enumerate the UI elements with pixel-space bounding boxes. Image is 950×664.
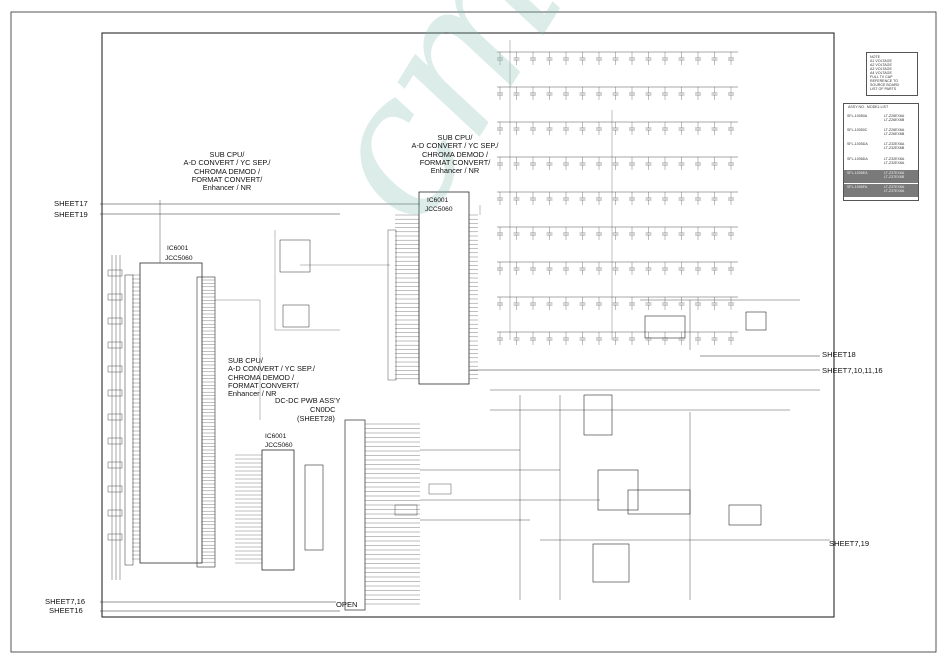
- decoupling-cap: [107, 365, 123, 373]
- model-list-assy: SFL-10050A: [847, 114, 868, 118]
- ic6001-lower-body: [261, 449, 295, 571]
- osc-block: [282, 304, 310, 328]
- model-list-row: SFL-1006DA LT-Z32EX6A LT-Z32EX6A: [844, 156, 918, 169]
- notes-box: NOTE A1 VOLTAGE A2 VOLTAGE A3 VOLTAGE A4…: [866, 52, 918, 96]
- decoupling-cap: [107, 269, 123, 277]
- ic-left-ref: IC6001: [167, 245, 189, 252]
- connector-sheet: (SHEET28): [297, 414, 335, 423]
- notes-text: NOTE A1 VOLTAGE A2 VOLTAGE A3 VOLTAGE A4…: [870, 55, 900, 92]
- ic-lower-part: JCC5060: [265, 442, 293, 449]
- model-list-row: SFL-1005DA LT-Z32EX6A LT-Z32EX6B: [844, 141, 918, 154]
- model-list-row: SFL-1006EA LT-Z37EX6A LT-Z37EX6B: [844, 169, 918, 183]
- model-list-models: LT-Z37EX6A LT-Z37EX6A: [884, 185, 905, 194]
- decoupling-cap: [107, 509, 123, 517]
- regulator-ic-4: [592, 543, 630, 583]
- transistor-block: [644, 315, 686, 339]
- ic-lower-ref: IC6001: [265, 433, 287, 440]
- ic-top-ref: IC6001: [427, 197, 449, 204]
- model-list-models: LT-Z32EX6A LT-Z32EX6A: [884, 156, 905, 165]
- model-list-assy: SFL-1005DA: [847, 142, 868, 147]
- ic-lower-description: SUB CPU/ A-D CONVERT / YC SEP./ CHROMA D…: [228, 356, 315, 399]
- ic-lower-sub: [304, 464, 324, 551]
- crystal-block: [279, 239, 311, 273]
- ic-top-description: SUB CPU/ A-D CONVERT / YC SEP./ CHROMA D…: [411, 133, 499, 176]
- resistor: [428, 483, 452, 495]
- model-list-row: SFL-10050C LT-Z26EX6A LT-Z26EX6B: [844, 127, 918, 140]
- outer-border: [10, 11, 937, 653]
- sheet18-ref: SHEET18: [822, 350, 856, 359]
- connector-assy: DC-DC PWB ASS'Y: [275, 396, 341, 405]
- model-list-models: LT-Z37EX6A LT-Z37EX6B: [884, 170, 905, 179]
- decoupling-cap: [107, 341, 123, 349]
- regulator-ic-5: [728, 504, 762, 526]
- sheet7-19-ref: SHEET7,19: [829, 539, 870, 548]
- model-list-header: ASSY NO. MODEL LIST: [848, 105, 889, 109]
- transistor-block-2: [745, 311, 767, 331]
- regulator-ic-1: [583, 394, 613, 436]
- ic-top-part: JCC5060: [425, 206, 453, 213]
- resistor-array-left: [124, 274, 134, 566]
- schematic-frame: [101, 32, 835, 618]
- ic6001-top-body: [418, 191, 470, 385]
- sheet19-ref: SHEET19: [54, 210, 88, 219]
- decoupling-cap: [107, 317, 123, 325]
- decoupling-cap: [107, 293, 123, 301]
- sheet17-ref: SHEET17: [54, 199, 88, 208]
- model-list-assy: SFL-10050C: [847, 128, 868, 133]
- sheet7-16-ref: SHEET7,16: [45, 597, 86, 606]
- sheet7-10-11-16-ref: SHEET7,10,11,16: [822, 366, 883, 375]
- model-list-assy: SFL-1006FA: [847, 185, 868, 189]
- decoupling-cap: [107, 485, 123, 493]
- ic-left-description: SUB CPU/ A-D CONVERT / YC SEP./ CHROMA D…: [183, 150, 271, 193]
- model-list-assy: SFL-1006EA: [847, 170, 868, 175]
- pin-resistors-top: [387, 229, 397, 381]
- decoupling-cap: [107, 461, 123, 469]
- decoupling-cap: [107, 533, 123, 541]
- model-list-models: LT-Z26EX6A LT-Z26EX6B: [884, 128, 905, 137]
- open-label: OPEN: [336, 600, 358, 609]
- decoupling-cap: [107, 389, 123, 397]
- decoupling-cap: [107, 413, 123, 421]
- ic6001-left-pin-strip: [196, 276, 216, 568]
- model-list-models: LT-Z32EX6A LT-Z32EX6B: [884, 142, 905, 151]
- model-list-row: SFL-10050A LT-Z26EX6A LT-Z26EX6B: [844, 113, 918, 126]
- model-list-assy: SFL-1006DA: [847, 156, 868, 161]
- model-list-row: SFL-1006FA LT-Z37EX6A LT-Z37EX6A: [844, 184, 918, 197]
- model-list-models: LT-Z26EX6A LT-Z26EX6B: [884, 114, 905, 123]
- ic-left-part: JCC5060: [165, 255, 193, 262]
- resistor: [394, 504, 418, 516]
- connector-cn0dc: [344, 419, 366, 611]
- sheet16-ref: SHEET16: [49, 606, 83, 615]
- model-list-table: ASSY NO. MODEL LIST SFL-10050A LT-Z26EX6A…: [843, 103, 919, 201]
- ic6001-left-body: [139, 262, 203, 564]
- decoupling-cap: [107, 437, 123, 445]
- regulator-ic-3: [627, 489, 691, 515]
- connector-ref: CN0DC: [310, 405, 336, 414]
